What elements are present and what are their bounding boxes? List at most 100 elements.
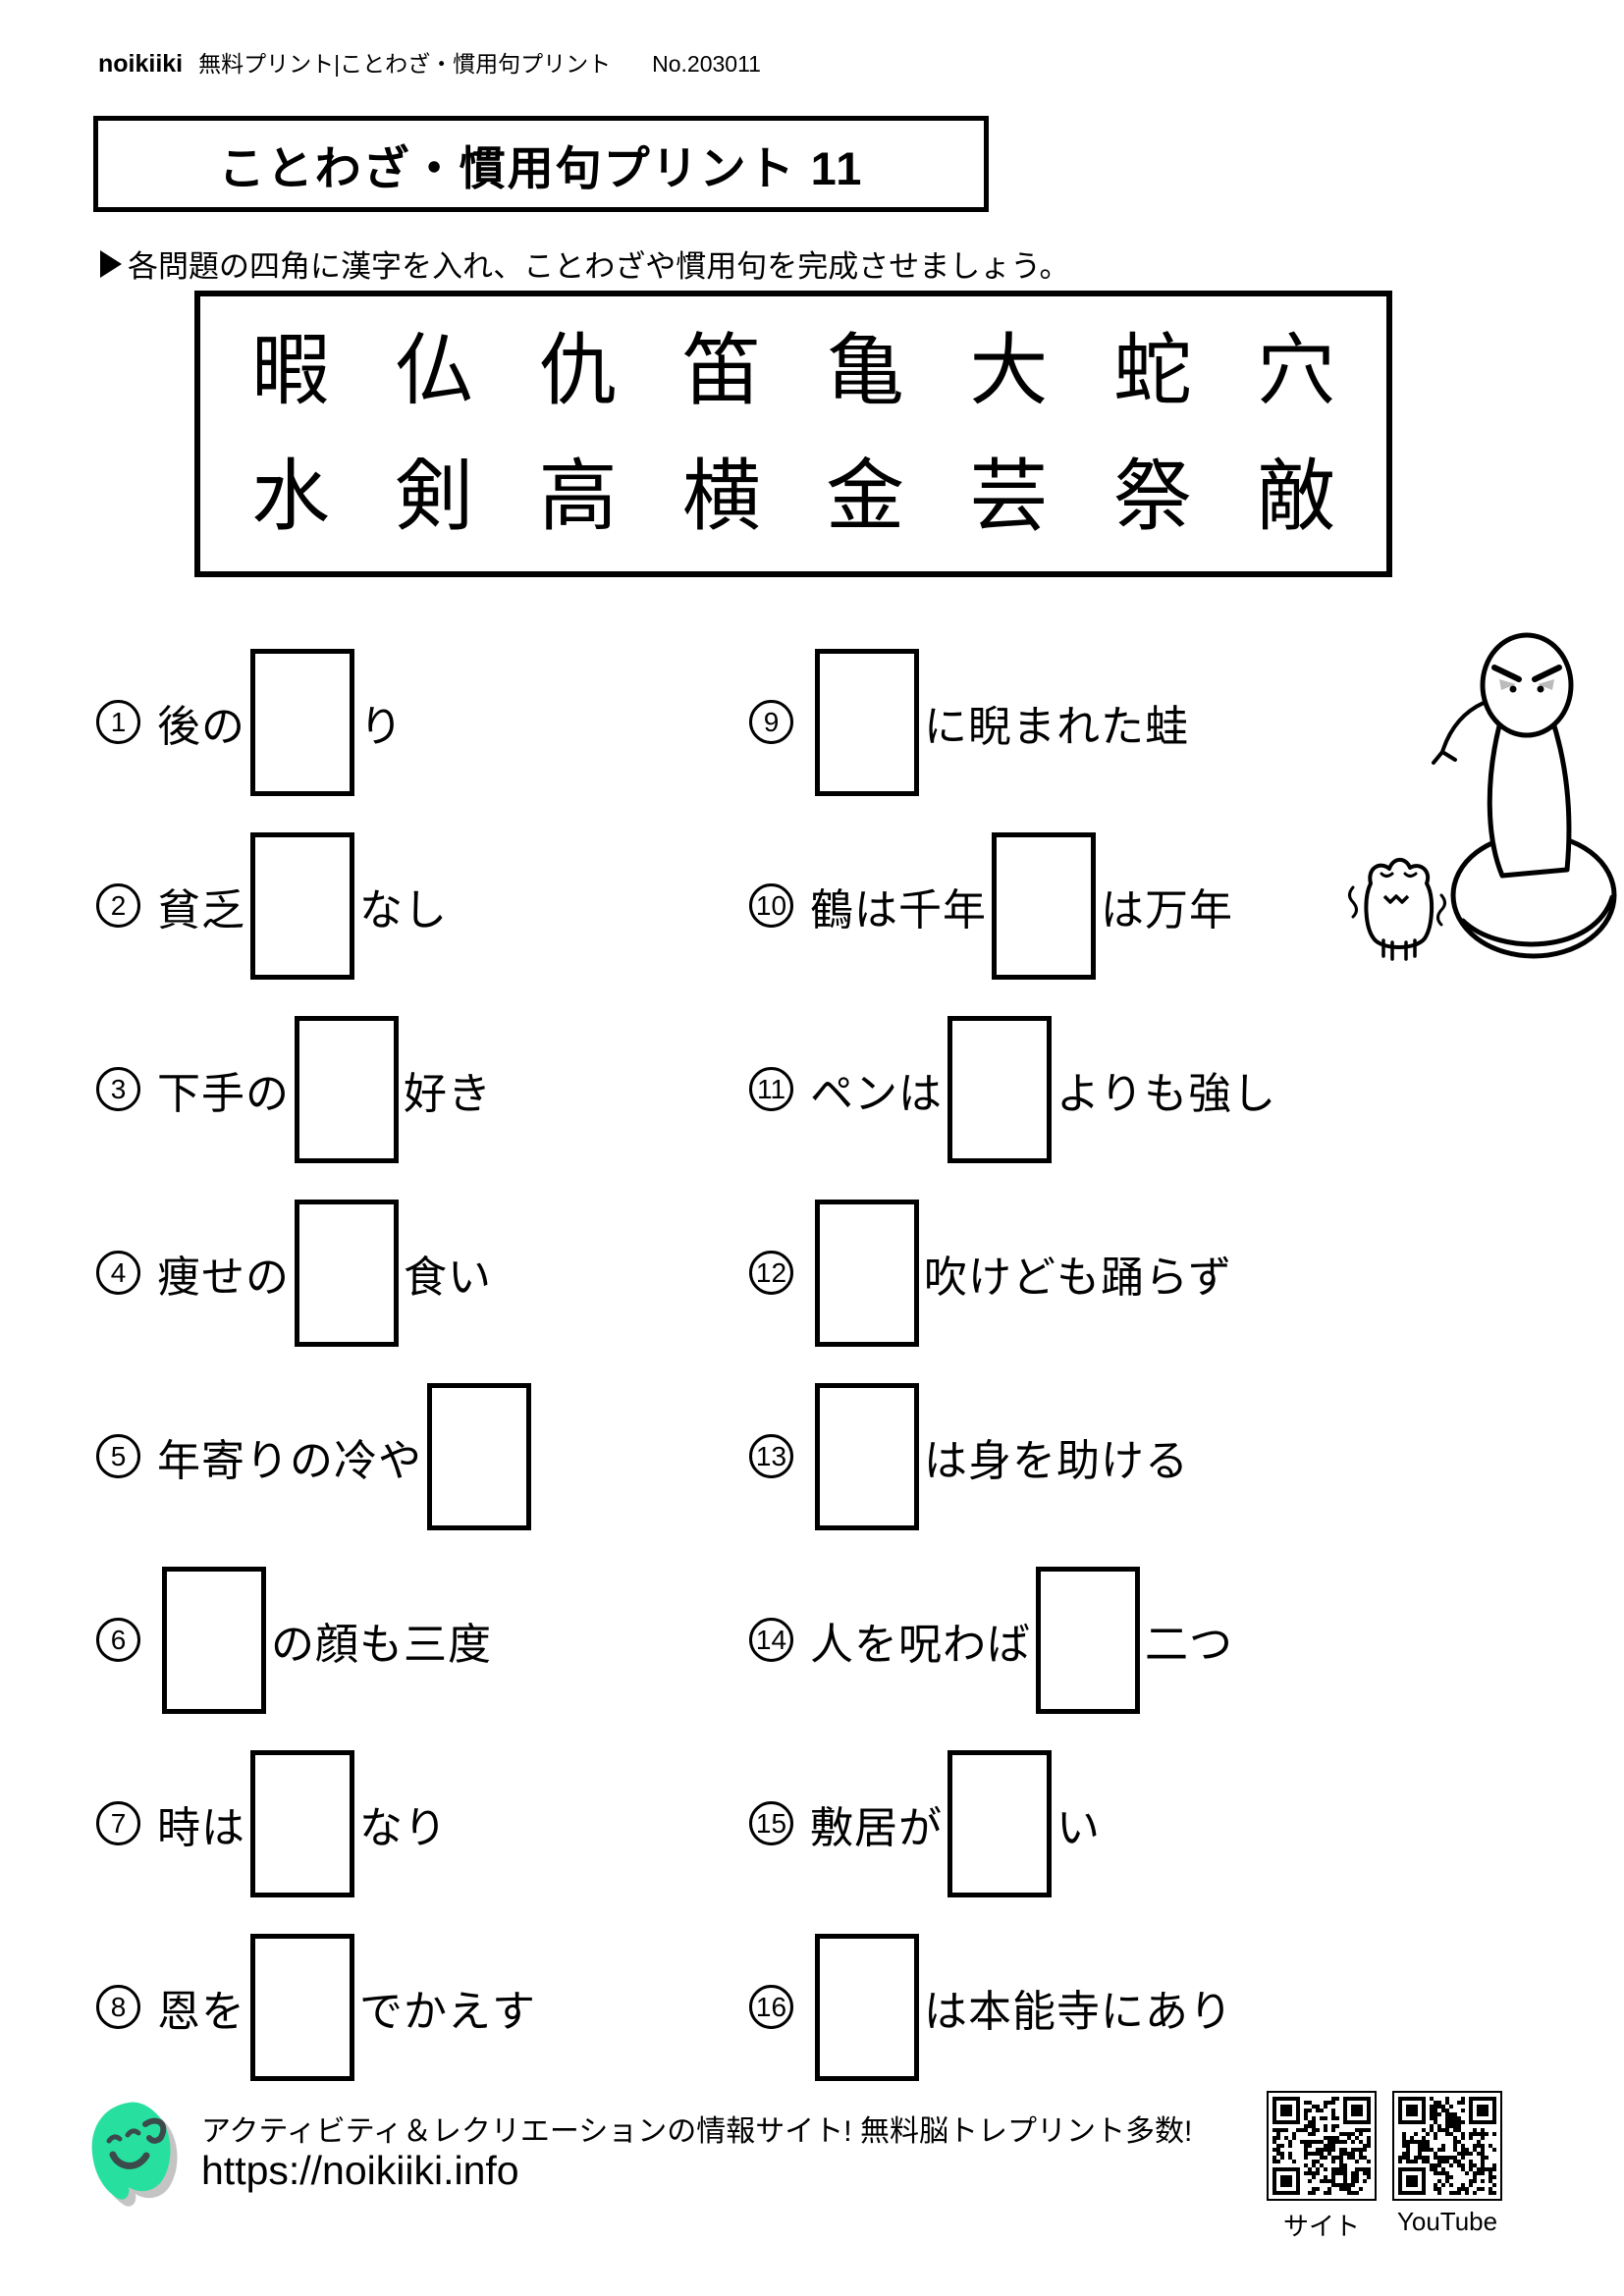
problem-row: 16 は本能寺にあり bbox=[749, 1915, 1276, 2099]
problem-row: 5 年寄りの冷や bbox=[96, 1364, 536, 1548]
problem-text-before: 鶴は千年 bbox=[810, 885, 987, 934]
problem-text-before: 人を呪わば bbox=[810, 1620, 1031, 1669]
print-number: No.203011 bbox=[652, 51, 761, 77]
kanji-bank-char: 笛 bbox=[681, 327, 761, 414]
kanji-bank-char: 横 bbox=[681, 453, 761, 540]
problem-text-after: の顔も三度 bbox=[271, 1620, 492, 1669]
answer-box bbox=[1036, 1566, 1140, 1714]
kanji-bank: 暇仏仇笛亀大蛇穴 水剣高横金芸祭敵 bbox=[194, 291, 1392, 577]
answer-box bbox=[947, 1015, 1052, 1163]
problem-text-before: 後の bbox=[157, 702, 245, 751]
page-title: ことわざ・慣用句プリント 11 bbox=[218, 141, 864, 194]
problem-row: 13 は身を助ける bbox=[749, 1364, 1276, 1548]
problem-text-before: 時は bbox=[157, 1803, 245, 1852]
answer-box bbox=[815, 1199, 919, 1347]
kanji-bank-char: 蛇 bbox=[1112, 327, 1192, 414]
page-header: noikiiki 無料プリント|ことわざ・慣用句プリント No.203011 bbox=[98, 45, 761, 79]
problem-number: 9 bbox=[749, 700, 793, 744]
problem-number: 3 bbox=[96, 1067, 140, 1111]
kanji-bank-char: 金 bbox=[826, 453, 905, 540]
problem-text-after: い bbox=[1056, 1803, 1101, 1852]
answer-box bbox=[162, 1566, 266, 1714]
answer-box bbox=[815, 648, 919, 796]
problem-number: 8 bbox=[96, 1985, 140, 2029]
problem-row: 15 敷居が い bbox=[749, 1732, 1276, 1915]
kanji-bank-char: 剣 bbox=[395, 453, 474, 540]
problem-text-before: 恩を bbox=[157, 1987, 245, 2036]
answer-box bbox=[295, 1199, 399, 1347]
problem-text-after: り bbox=[359, 702, 404, 751]
problem-number: 12 bbox=[749, 1251, 793, 1295]
problem-text-after: 好き bbox=[404, 1069, 492, 1118]
footer-url: https://noikiiki.info bbox=[201, 2148, 519, 2193]
problem-text-before: 痩せの bbox=[157, 1253, 290, 1302]
answer-box bbox=[250, 831, 354, 980]
problem-row: 2 貧乏 なし bbox=[96, 814, 536, 997]
problem-number: 2 bbox=[96, 883, 140, 928]
problem-text-after: に睨まれた蛙 bbox=[924, 702, 1189, 751]
problem-text-after: なり bbox=[359, 1803, 448, 1852]
kanji-bank-char: 敵 bbox=[1256, 453, 1335, 540]
qr-site: サイト bbox=[1267, 2091, 1377, 2243]
title-box: ことわざ・慣用句プリント 11 bbox=[93, 116, 989, 212]
answer-box bbox=[250, 1933, 354, 2081]
brand-logo-text: noikiiki bbox=[98, 50, 184, 78]
problem-number: 10 bbox=[749, 883, 793, 928]
instruction-text: 各問題の四角に漢字を入れ、ことわざや慣用句を完成させましょう。 bbox=[128, 249, 1070, 284]
answer-box bbox=[427, 1382, 531, 1530]
qr-site-code bbox=[1267, 2091, 1377, 2201]
kanji-bank-char: 仇 bbox=[538, 327, 618, 414]
kanji-bank-char: 水 bbox=[251, 453, 330, 540]
kanji-bank-char: 仏 bbox=[395, 327, 474, 414]
kanji-bank-char: 祭 bbox=[1112, 453, 1192, 540]
answer-box bbox=[250, 648, 354, 796]
problem-text-after: 吹けども踊らず bbox=[924, 1253, 1233, 1302]
problem-row: 1 後の り bbox=[96, 630, 536, 814]
problem-text-before: 年寄りの冷や bbox=[157, 1436, 422, 1485]
qr-site-label: サイト bbox=[1282, 2212, 1360, 2241]
problem-text-after: は本能寺にあり bbox=[924, 1987, 1233, 2036]
problem-row: 12 吹けども踊らず bbox=[749, 1181, 1276, 1364]
kanji-bank-char: 亀 bbox=[826, 327, 905, 414]
kanji-bank-char: 穴 bbox=[1256, 327, 1335, 414]
footer-tagline: アクティビティ＆レクリエーションの情報サイト! 無料脳トレプリント多数! bbox=[201, 2115, 1193, 2148]
answer-box bbox=[815, 1382, 919, 1530]
qr-youtube: YouTube bbox=[1392, 2091, 1502, 2237]
problem-text-before: 貧乏 bbox=[157, 885, 245, 934]
problem-row: 6 の顔も三度 bbox=[96, 1548, 536, 1732]
problem-number: 1 bbox=[96, 700, 140, 744]
problem-text-after: は身を助ける bbox=[924, 1436, 1189, 1485]
problem-text-before: 敷居が bbox=[810, 1803, 943, 1852]
problem-row: 9 に睨まれた蛙 bbox=[749, 630, 1276, 814]
triangle-marker-icon bbox=[100, 249, 122, 278]
answer-box bbox=[250, 1749, 354, 1897]
kanji-bank-char: 暇 bbox=[251, 327, 330, 414]
answer-box bbox=[947, 1749, 1052, 1897]
problem-number: 4 bbox=[96, 1251, 140, 1295]
answer-box bbox=[295, 1015, 399, 1163]
problem-text-after: でかえす bbox=[359, 1987, 536, 2036]
problem-number: 13 bbox=[749, 1434, 793, 1478]
kanji-bank-char: 芸 bbox=[969, 453, 1049, 540]
answer-box bbox=[815, 1933, 919, 2081]
problem-row: 8 恩を でかえす bbox=[96, 1915, 536, 2099]
problem-number: 6 bbox=[96, 1618, 140, 1662]
problem-row: 14 人を呪わば 二つ bbox=[749, 1548, 1276, 1732]
problem-text-after: なし bbox=[359, 885, 448, 934]
problem-number: 11 bbox=[749, 1067, 793, 1111]
header-subtitle: 無料プリント|ことわざ・慣用句プリント bbox=[198, 51, 612, 77]
problem-number: 14 bbox=[749, 1618, 793, 1662]
mascot-icon bbox=[83, 2097, 186, 2216]
problem-number: 15 bbox=[749, 1801, 793, 1845]
problem-number: 7 bbox=[96, 1801, 140, 1845]
problem-number: 5 bbox=[96, 1434, 140, 1478]
kanji-row-row1: 暇仏仇笛亀大蛇穴 bbox=[251, 328, 1335, 414]
qr-youtube-label: YouTube bbox=[1396, 2207, 1498, 2236]
problem-text-after: 二つ bbox=[1145, 1620, 1233, 1669]
problem-number: 16 bbox=[749, 1985, 793, 2029]
